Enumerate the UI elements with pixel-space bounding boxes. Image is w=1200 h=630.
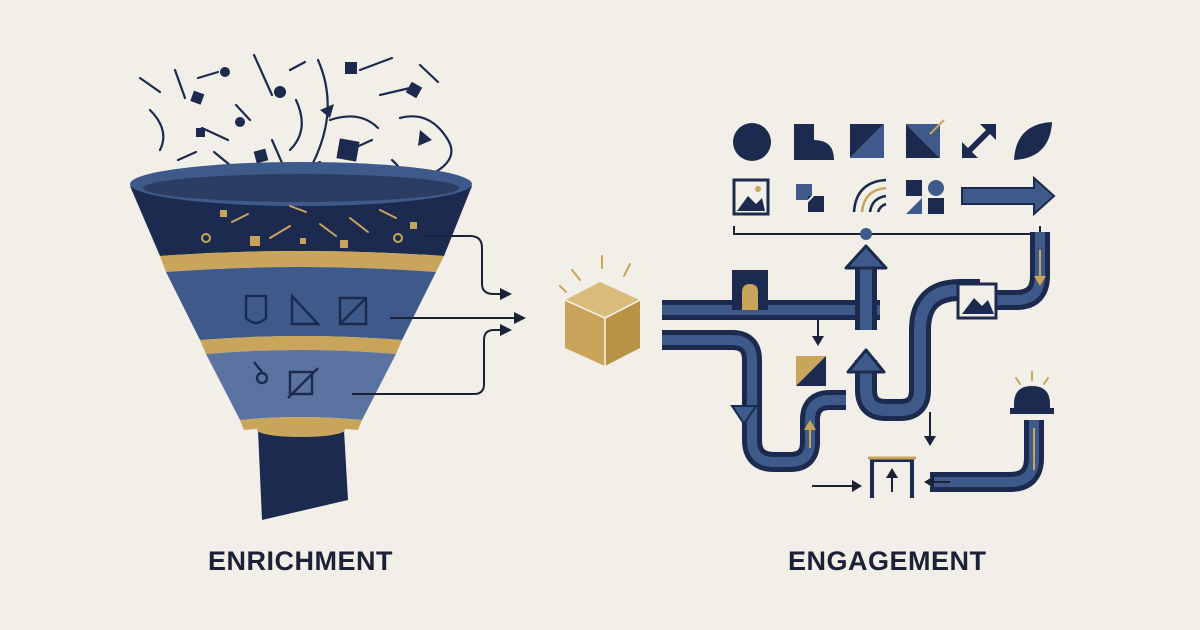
gateway-bottom-icon	[868, 456, 950, 498]
funnel	[130, 162, 472, 520]
overlap-squares-icon	[795, 183, 825, 215]
gateway-icon	[732, 270, 768, 310]
arrow-heads	[500, 288, 526, 336]
image-frame-icon	[956, 282, 998, 320]
circle-icon	[733, 123, 771, 161]
triangle-square-icon-small	[796, 356, 826, 386]
signal-icon	[852, 178, 887, 213]
grid-shapes-icon	[906, 180, 944, 214]
triangle-square-icon	[906, 119, 945, 158]
split-square-icon	[850, 124, 884, 158]
image-icon	[732, 178, 770, 216]
gold-cube	[559, 255, 641, 366]
quarter-circle-icon	[794, 124, 834, 160]
grid-bracket	[733, 226, 1041, 235]
arrow-connector	[352, 235, 520, 395]
right-arrow-icon	[961, 175, 1056, 217]
bell-icon	[1010, 371, 1054, 414]
enrichment-label: ENRICHMENT	[208, 546, 393, 576]
engagement-label: ENGAGEMENT	[788, 546, 987, 576]
leaf-icon	[1014, 122, 1052, 160]
icon-grid	[732, 119, 1056, 217]
pipe-network	[662, 232, 1050, 492]
diagonal-arrow-icon	[962, 124, 996, 158]
